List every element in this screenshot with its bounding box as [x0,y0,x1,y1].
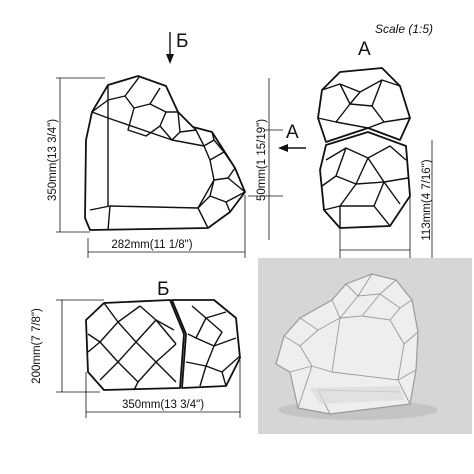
view-label-b-bottom: Б [157,279,169,300]
view-label-b-top: Б [176,31,188,52]
front-view [84,75,246,231]
bottom-width-label: 350mm(13 3/4") [122,399,204,411]
side-view-a [317,67,411,229]
view-label-a-arrow: А [286,122,299,143]
side-view-facets [317,79,411,228]
notch-height-label: 50mm(1 15/19") [256,119,268,201]
bottom-view-right [171,299,241,389]
bottom-height-label: 200mm(7 7/8") [31,308,43,384]
bottom-dimension-lines [56,299,241,418]
front-width-label: 282mm(11 1/8") [111,239,192,251]
render-preview [258,258,472,434]
render-inner-floor [310,386,404,404]
bottom-view-b [85,299,241,391]
side-width-label: 113mm(4 7/16") [421,159,433,240]
scale-label: Scale (1:5) [375,22,433,36]
front-view-facets [89,75,246,231]
bottom-view-left [85,299,185,391]
side-dimension-lines [339,140,433,258]
view-label-a-top: А [358,39,371,60]
bottom-view-facets [87,302,241,391]
view-arrow-b-top [166,32,174,64]
view-arrow-a [278,144,306,152]
front-dimension-lines [56,77,283,258]
front-height-label: 350mm(13 3/4") [47,119,59,201]
